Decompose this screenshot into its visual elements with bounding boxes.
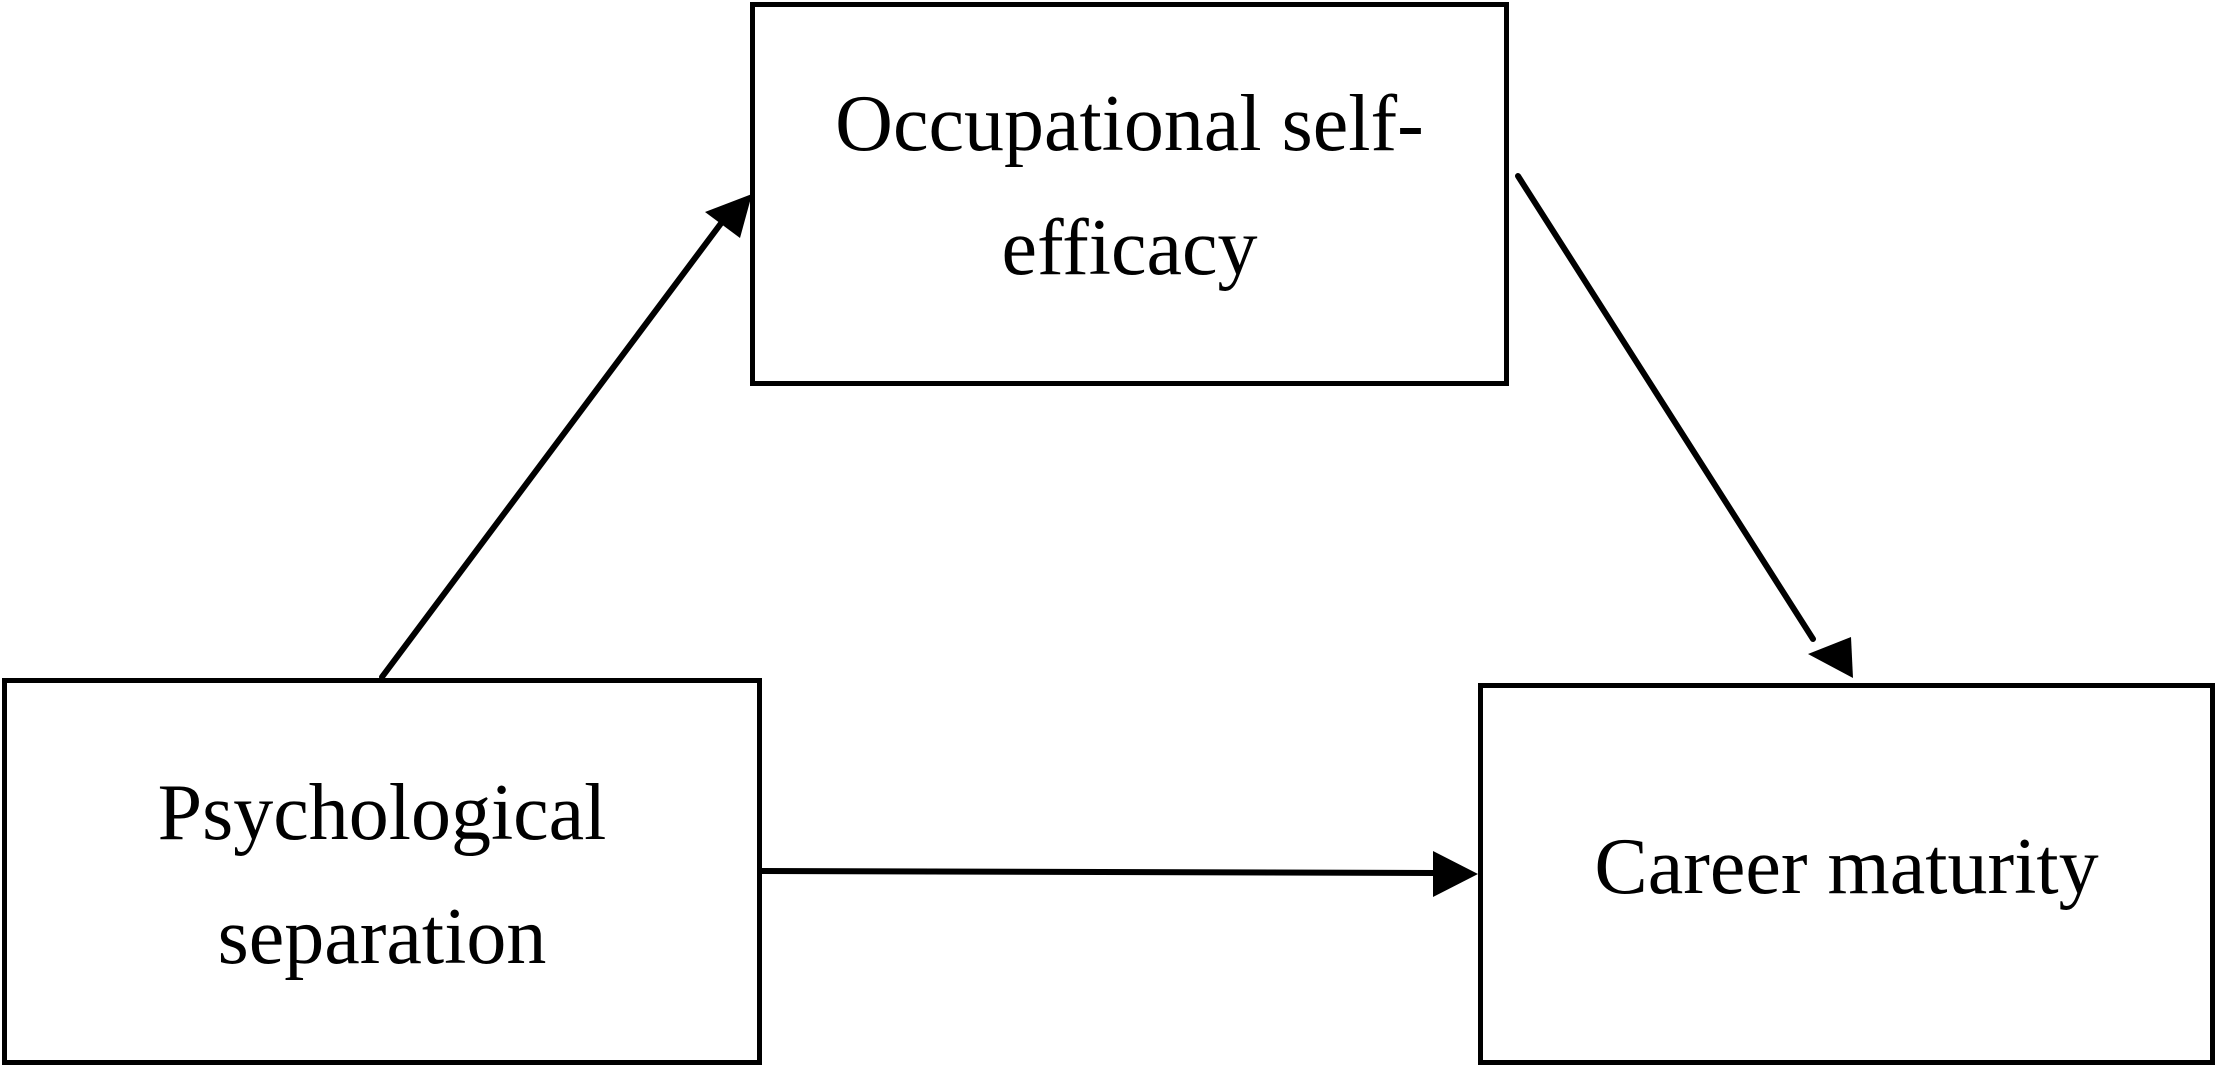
node-label-career-maturity: Career maturity	[1594, 823, 2099, 911]
node-career-maturity: Career maturity	[1478, 683, 2215, 1065]
node-label-occupational-self-efficacy: Occupational self- efficacy	[835, 80, 1424, 292]
node-psychological-separation: Psychological separation	[2, 678, 762, 1065]
arrow-separation-to-career-maturity	[759, 851, 1478, 897]
node-label-psychological-separation: Psychological separation	[157, 768, 607, 981]
arrow-separation-to-self-efficacy	[379, 194, 752, 680]
node-occupational-self-efficacy: Occupational self- efficacy	[750, 2, 1509, 386]
arrow-self-efficacy-to-career-maturity	[1515, 173, 1853, 678]
